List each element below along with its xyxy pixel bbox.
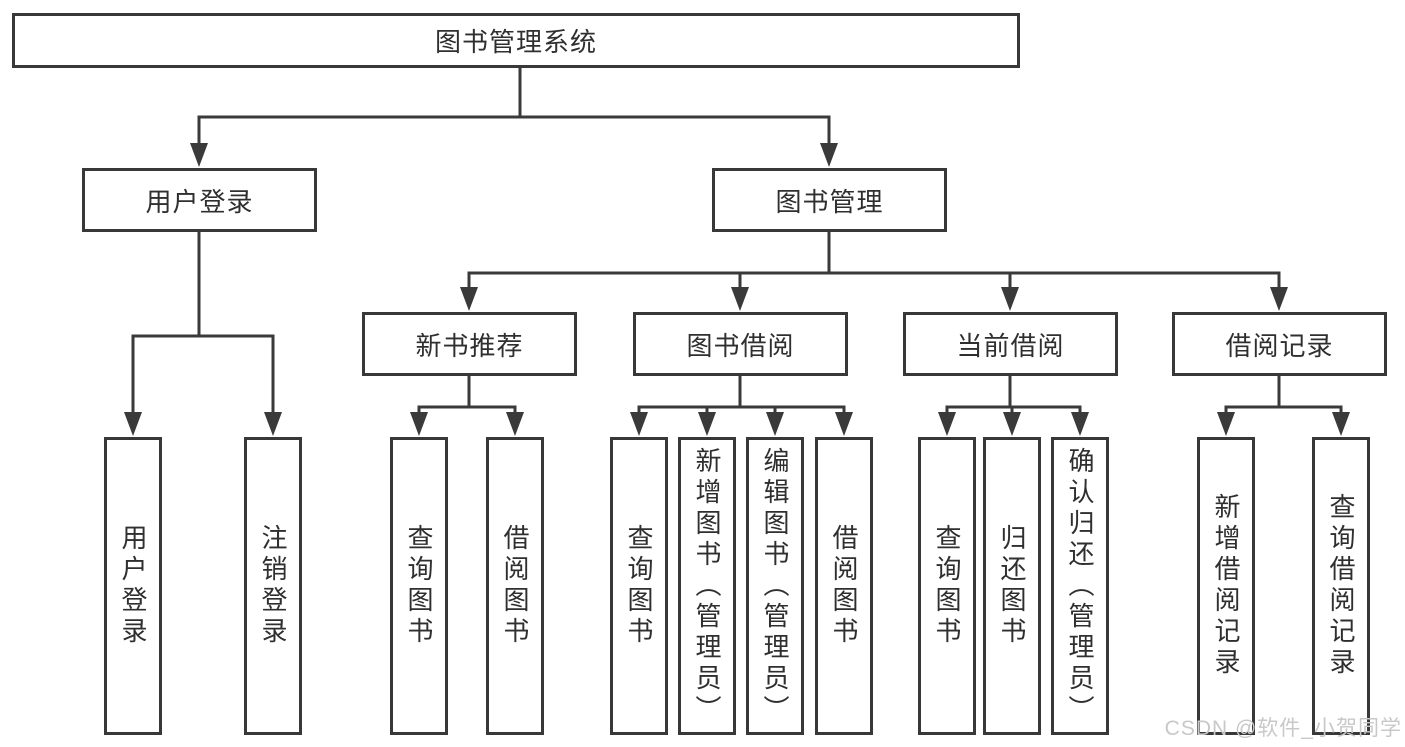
arrowhead-icon <box>410 412 428 436</box>
node-leaf-add-borrow-record-label: 新增借阅记录 <box>1211 493 1241 679</box>
node-root: 图书管理系统 <box>12 13 1020 68</box>
arrowhead-icon <box>938 412 956 436</box>
node-new-book-recommend-label: 新书推荐 <box>415 330 524 361</box>
node-new-book-recommend: 新书推荐 <box>362 312 577 376</box>
node-current-borrow-label: 当前借阅 <box>956 330 1065 361</box>
node-leaf-query-books-borrow-label: 查询图书 <box>624 524 654 648</box>
node-leaf-confirm-return-admin-label: 确认归还（管理员） <box>1065 446 1095 726</box>
node-leaf-logout-label: 注销登录 <box>258 524 288 648</box>
arrowhead-icon <box>835 412 853 436</box>
arrowhead-icon <box>506 412 524 436</box>
watermark: CSDN @软件_小贺同学 <box>1164 717 1402 740</box>
node-leaf-query-borrow-record-label: 查询借阅记录 <box>1326 493 1356 679</box>
arrowhead-icon <box>1071 412 1089 436</box>
node-leaf-borrow-books-recommend-label: 借阅图书 <box>500 524 530 648</box>
arrowhead-icon <box>190 143 208 167</box>
node-leaf-add-book-admin: 新增图书（管理员） <box>678 437 736 735</box>
node-user-login-label: 用户登录 <box>145 186 254 217</box>
arrowhead-icon <box>460 287 478 311</box>
node-leaf-add-book-admin-label: 新增图书（管理员） <box>692 446 722 726</box>
node-leaf-query-books-recommend: 查询图书 <box>390 437 448 735</box>
node-leaf-query-books-recommend-label: 查询图书 <box>404 524 434 648</box>
node-leaf-borrow-books-borrow-label: 借阅图书 <box>829 524 859 648</box>
node-root-label: 图书管理系统 <box>434 27 597 57</box>
node-current-borrow: 当前借阅 <box>903 312 1118 376</box>
node-leaf-user-login-label: 用户登录 <box>118 524 148 648</box>
node-book-borrow: 图书借阅 <box>633 312 848 376</box>
node-user-login: 用户登录 <box>82 168 317 232</box>
node-book-management-label: 图书管理 <box>775 186 884 217</box>
arrowhead-icon <box>630 412 648 436</box>
node-leaf-return-book: 归还图书 <box>983 437 1041 735</box>
node-leaf-borrow-books-borrow: 借阅图书 <box>815 437 873 735</box>
node-leaf-query-borrow-record: 查询借阅记录 <box>1312 437 1370 735</box>
node-leaf-edit-book-admin: 编辑图书（管理员） <box>746 437 804 735</box>
arrowhead-icon <box>124 412 142 436</box>
node-leaf-query-books-borrow: 查询图书 <box>610 437 668 735</box>
arrowhead-icon <box>264 412 282 436</box>
node-leaf-query-books-current-label: 查询图书 <box>932 524 962 648</box>
node-leaf-return-book-label: 归还图书 <box>997 524 1027 648</box>
arrowhead-icon <box>766 412 784 436</box>
arrowhead-icon <box>731 287 749 311</box>
arrowhead-icon <box>1001 287 1019 311</box>
node-leaf-add-borrow-record: 新增借阅记录 <box>1197 437 1255 735</box>
tree-edges <box>131 68 1343 414</box>
node-leaf-edit-book-admin-label: 编辑图书（管理员） <box>760 446 790 726</box>
node-book-borrow-label: 图书借阅 <box>686 330 795 361</box>
arrowhead-icon <box>1332 412 1350 436</box>
node-leaf-borrow-books-recommend: 借阅图书 <box>486 437 544 735</box>
arrowhead-icon <box>1270 287 1288 311</box>
node-leaf-confirm-return-admin: 确认归还（管理员） <box>1051 437 1109 735</box>
arrowhead-icon <box>698 412 716 436</box>
node-book-management: 图书管理 <box>712 168 947 232</box>
arrowhead-icon <box>1217 412 1235 436</box>
node-borrow-records: 借阅记录 <box>1172 312 1387 376</box>
node-borrow-records-label: 借阅记录 <box>1225 330 1334 361</box>
arrowhead-icon <box>1003 412 1021 436</box>
node-leaf-logout: 注销登录 <box>244 437 302 735</box>
node-leaf-query-books-current: 查询图书 <box>918 437 976 735</box>
node-leaf-user-login: 用户登录 <box>104 437 162 735</box>
arrowhead-icon <box>820 143 838 167</box>
